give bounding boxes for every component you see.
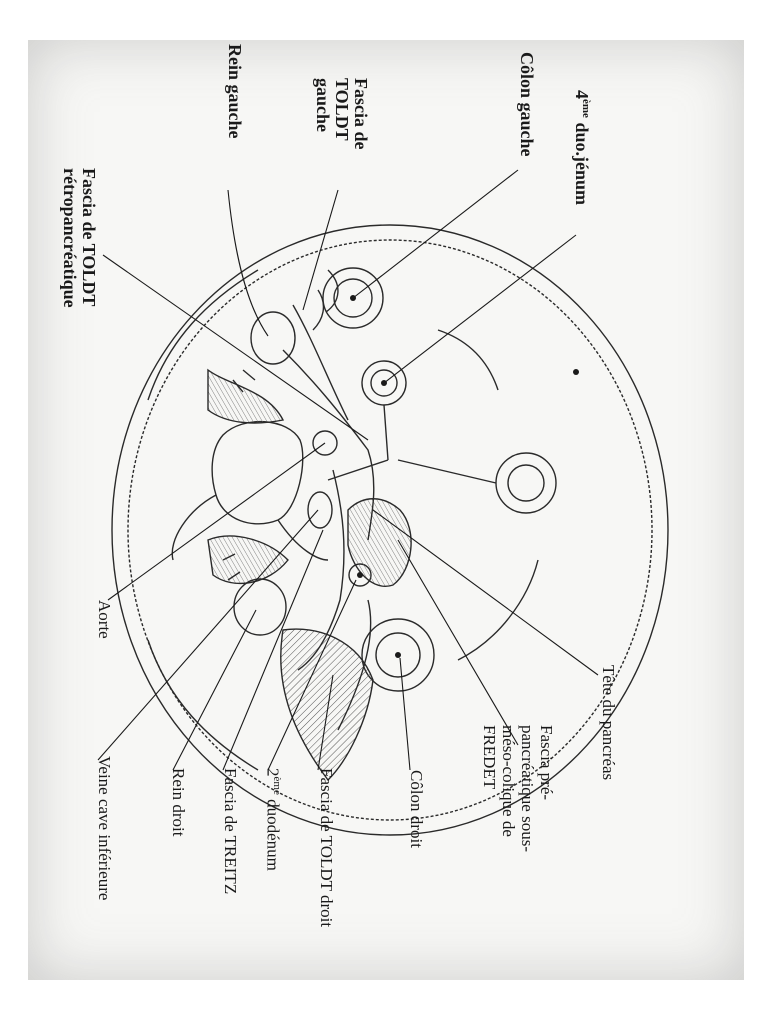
rein-gauche-text: Rein gauche [225, 44, 245, 139]
rein-gauche-shape [250, 311, 296, 365]
pancreas-head [347, 498, 412, 587]
fredet-line1: Fascia pré- [537, 725, 556, 801]
label-duodenum2: 2ème duodénum [263, 768, 286, 871]
label-fascia-toldt-gauche: Fascia de TOLDT gauche [313, 78, 371, 150]
toldt-retro-line1: Fascia de TOLDT [79, 168, 99, 307]
aorte-text: Aorte [95, 600, 114, 639]
leader-toldt-gauche [302, 189, 339, 311]
label-rein-gauche: Rein gauche [225, 44, 245, 139]
abdominal-wall-outline [111, 224, 669, 836]
leader-tete-pancreas [372, 509, 599, 676]
leader-rein-gauche [227, 189, 269, 337]
aorte-shape [312, 430, 338, 456]
jejunum-text: duo.jénum [572, 117, 592, 205]
fascia-treitz-line [297, 469, 345, 671]
colon-droit-inner [375, 632, 421, 678]
arrow-dot-duodenum [357, 572, 363, 578]
toldt-droit-text: Fascia de TOLDT droit [317, 768, 336, 928]
leader-toldt-retro [102, 254, 369, 441]
colon-gauche-inner [333, 278, 373, 318]
leader-duodenum [267, 579, 357, 771]
label-colon-gauche: Côlon gauche [517, 52, 537, 157]
label-fascia-fredet: Fascia pré- pancréatique sous- méso-coli… [480, 725, 556, 852]
psoas-right [207, 535, 289, 585]
colon-droit-text: Côlon droit [407, 770, 426, 848]
fascia-retro-line [282, 349, 375, 541]
label-veine-cave: Veine cave inférieure [95, 756, 114, 900]
peritoneal-folds [222, 269, 339, 581]
anatomy-diagram [97, 169, 669, 836]
toldt-gauche-line2: TOLDT [332, 78, 352, 141]
posterior-wall-curve [147, 269, 259, 771]
leader-jejunum [383, 234, 577, 384]
fascia-toldt-gauche-line [292, 304, 349, 421]
label-tete-pancreas: Tête du pancréas [599, 665, 618, 780]
scanned-page: 4ème duo.jénum Côlon gauche Fascia de TO… [28, 40, 744, 980]
rein-droit-text: Rein droit [169, 768, 188, 837]
jejunum-inner [370, 369, 398, 397]
arrow-dot-marker [573, 369, 579, 375]
toldt-gauche-line3: gauche [313, 78, 333, 132]
mesentery [327, 404, 497, 484]
psoas-left [207, 368, 285, 424]
colon-gauche-outer [322, 267, 384, 329]
treitz-text: Fascia de TREITZ [221, 768, 240, 895]
fredet-line2: pancréatique sous- [518, 725, 537, 852]
colon-gauche-text: Côlon gauche [517, 52, 537, 157]
leader-colon-gauche [352, 169, 519, 299]
label-fascia-toldt-retro: Fascia de TOLDT rétropancréatique [60, 168, 99, 308]
veine-cave-shape [307, 491, 333, 529]
leader-aorte [107, 442, 326, 601]
small-bowel-inner [507, 464, 545, 502]
duodenum-sup: ème [271, 776, 283, 795]
veine-cave-text: Veine cave inférieure [95, 756, 114, 901]
tete-pancreas-text: Tête du pancréas [599, 665, 618, 781]
leader-toldt-droit [317, 674, 334, 771]
label-colon-droit: Côlon droit [407, 770, 426, 848]
leader-fascia-fredet [397, 539, 519, 746]
duodenum-number: 2 [263, 768, 283, 777]
leader-veine-cave [97, 509, 319, 761]
label-aorte: Aorte [95, 600, 114, 639]
jejunum-number: 4 [572, 90, 592, 99]
colon-droit-outer [361, 618, 435, 692]
label-rein-droit: Rein droit [169, 768, 188, 836]
duodenum-text: duodénum [263, 794, 283, 871]
jejunum-sup: ème [580, 99, 592, 118]
fascia-toldt-droit-line [337, 599, 372, 731]
arrow-dot-colon-droit [395, 652, 401, 658]
leader-treitz [222, 529, 324, 771]
toldt-gauche-line1: Fascia de [351, 78, 371, 150]
fredet-line3: méso-colique de [499, 725, 518, 837]
fredet-line4: FREDET [480, 725, 499, 790]
label-fascia-toldt-droit: Fascia de TOLDT droit [317, 768, 336, 927]
right-wall-detail [437, 329, 539, 661]
small-bowel-outer [495, 452, 557, 514]
right-muscle-mass [280, 628, 374, 782]
toldt-retro-line2: rétropancréatique [60, 168, 80, 308]
label-fascia-treitz: Fascia de TREITZ [221, 768, 240, 894]
leader-rein-droit [172, 609, 257, 771]
label-jejunum: 4ème duo.jénum [572, 90, 595, 205]
vertebral-body [211, 421, 304, 525]
peritoneum-outline [127, 239, 653, 821]
leader-colon-droit [399, 657, 411, 771]
rein-droit-shape [233, 578, 287, 636]
